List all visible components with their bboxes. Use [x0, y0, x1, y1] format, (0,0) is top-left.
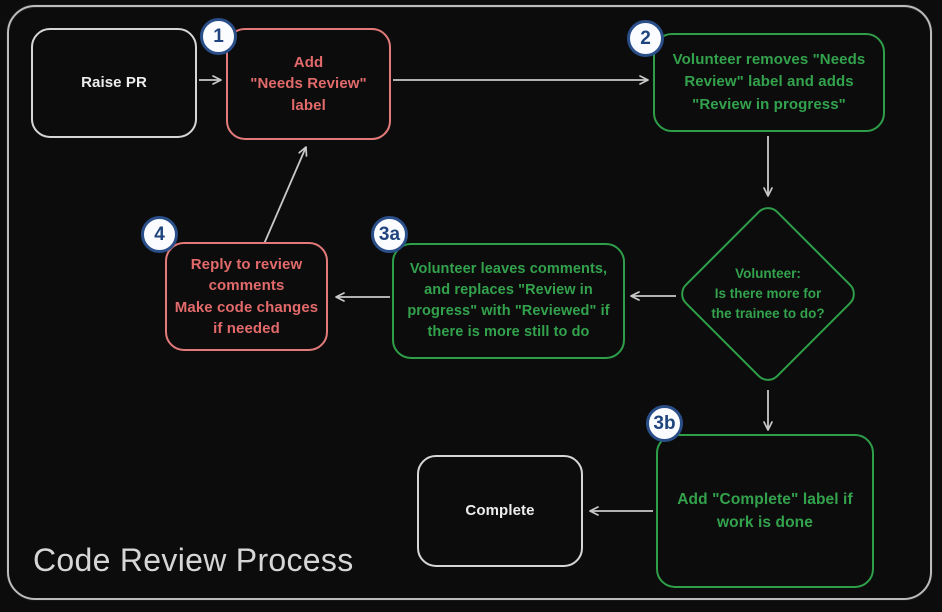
step-badge-3b: 3b	[646, 405, 683, 442]
step-badge-1: 1	[200, 18, 237, 55]
node-volunteer-removes-label: Volunteer removes "Needs Review" label a…	[653, 33, 885, 132]
node-text-line: "Review in progress"	[692, 95, 846, 113]
node-text-line: Add "Complete" label if	[677, 491, 853, 508]
node-text-line: the trainee to do?	[711, 306, 825, 321]
node-text-line: Raise PR	[81, 74, 147, 92]
node-text-line: Volunteer removes "Needs	[672, 50, 866, 68]
node-reply-to-review-comments: Reply to review comments Make code chang…	[165, 242, 328, 351]
step-badge-3a: 3a	[371, 216, 408, 253]
step-badge-4: 4	[141, 216, 178, 253]
node-text-line: comments	[208, 277, 285, 294]
node-text-line: Is there more for	[714, 286, 822, 301]
node-text-line: progress" with "Reviewed" if	[407, 303, 610, 319]
node-text-line: Review" label and adds	[684, 73, 854, 91]
diagram-title: Code Review Process	[33, 542, 354, 578]
node-add-needs-review-label: Add "Needs Review" label	[226, 28, 391, 140]
node-text-line: Complete	[465, 502, 535, 520]
step-badge-2: 2	[627, 20, 664, 57]
node-complete: Complete	[417, 455, 583, 567]
node-raise-pr: Raise PR	[31, 28, 197, 138]
node-text-line: label	[291, 96, 326, 114]
node-text-line: Volunteer leaves comments,	[409, 261, 608, 277]
decision-diamond-shape	[681, 207, 855, 381]
arrow-step4-to-step1	[263, 146, 308, 245]
diagram-frame	[7, 5, 932, 600]
node-text-line: Reply to review	[190, 255, 303, 273]
node-text-line: "Needs Review"	[250, 75, 367, 93]
node-text-line: Add	[293, 53, 324, 71]
node-decision-label: Volunteer: Is there more for the trainee…	[678, 263, 858, 325]
node-text-line: there is more still to do	[427, 324, 590, 340]
node-text-line: Make code changes	[174, 298, 319, 316]
node-text-line: if needed	[213, 320, 280, 337]
node-add-complete-label: Add "Complete" label if work is done	[656, 434, 874, 588]
node-text-line: and replaces "Review in	[424, 282, 593, 298]
node-text-line: work is done	[717, 514, 813, 531]
node-text-line: Volunteer:	[735, 266, 801, 281]
node-volunteer-leaves-comments: Volunteer leaves comments, and replaces …	[392, 243, 625, 359]
